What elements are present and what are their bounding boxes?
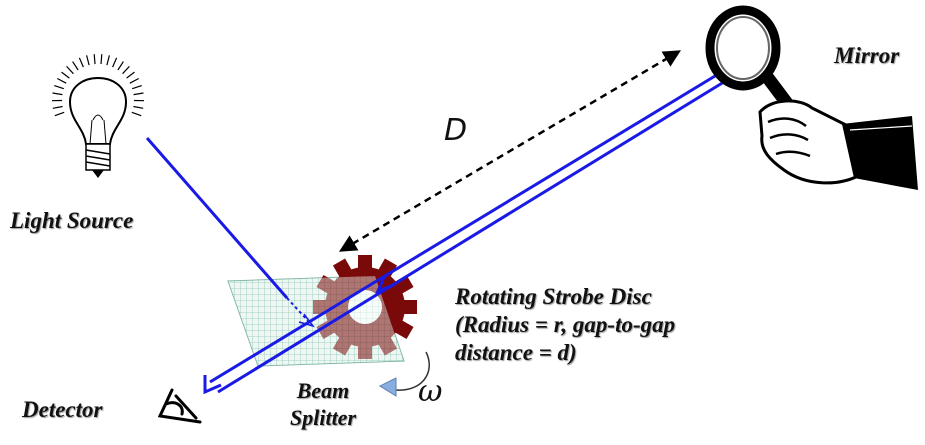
light-bulb-icon [51, 54, 145, 178]
distance-arrow [338, 50, 682, 252]
beam-splitter-label: Beam Splitter [290, 378, 356, 432]
strobe-disc-label-line1: Rotating Strobe Disc [455, 284, 652, 309]
strobe-disc-label: Rotating Strobe Disc (Radius = r, gap-to… [455, 283, 675, 367]
beam-arrow-detector [203, 375, 222, 395]
beam-splitter-label-line2: Splitter [290, 404, 357, 430]
omega-arrowhead [378, 377, 397, 397]
magnifying-glass-mirror-icon [705, 5, 918, 190]
rotation-arrow [395, 351, 430, 391]
strobe-disc-label-line2: (Radius = r, gap-to-gap [455, 312, 676, 338]
incident-beam [145, 137, 289, 299]
detector-label: Detector [22, 397, 103, 422]
strobe-disc-label-line3: distance = d) [455, 340, 577, 366]
angular-velocity-symbol: ω [418, 374, 443, 409]
detector-eye-icon [157, 388, 202, 424]
beam-arrow-disc [375, 274, 395, 294]
mirror-label: Mirror [834, 43, 900, 68]
distance-symbol: D [444, 113, 468, 148]
light-source-label: Light Source [10, 208, 134, 233]
beam-splitter-label-line1: Beam [296, 378, 350, 403]
